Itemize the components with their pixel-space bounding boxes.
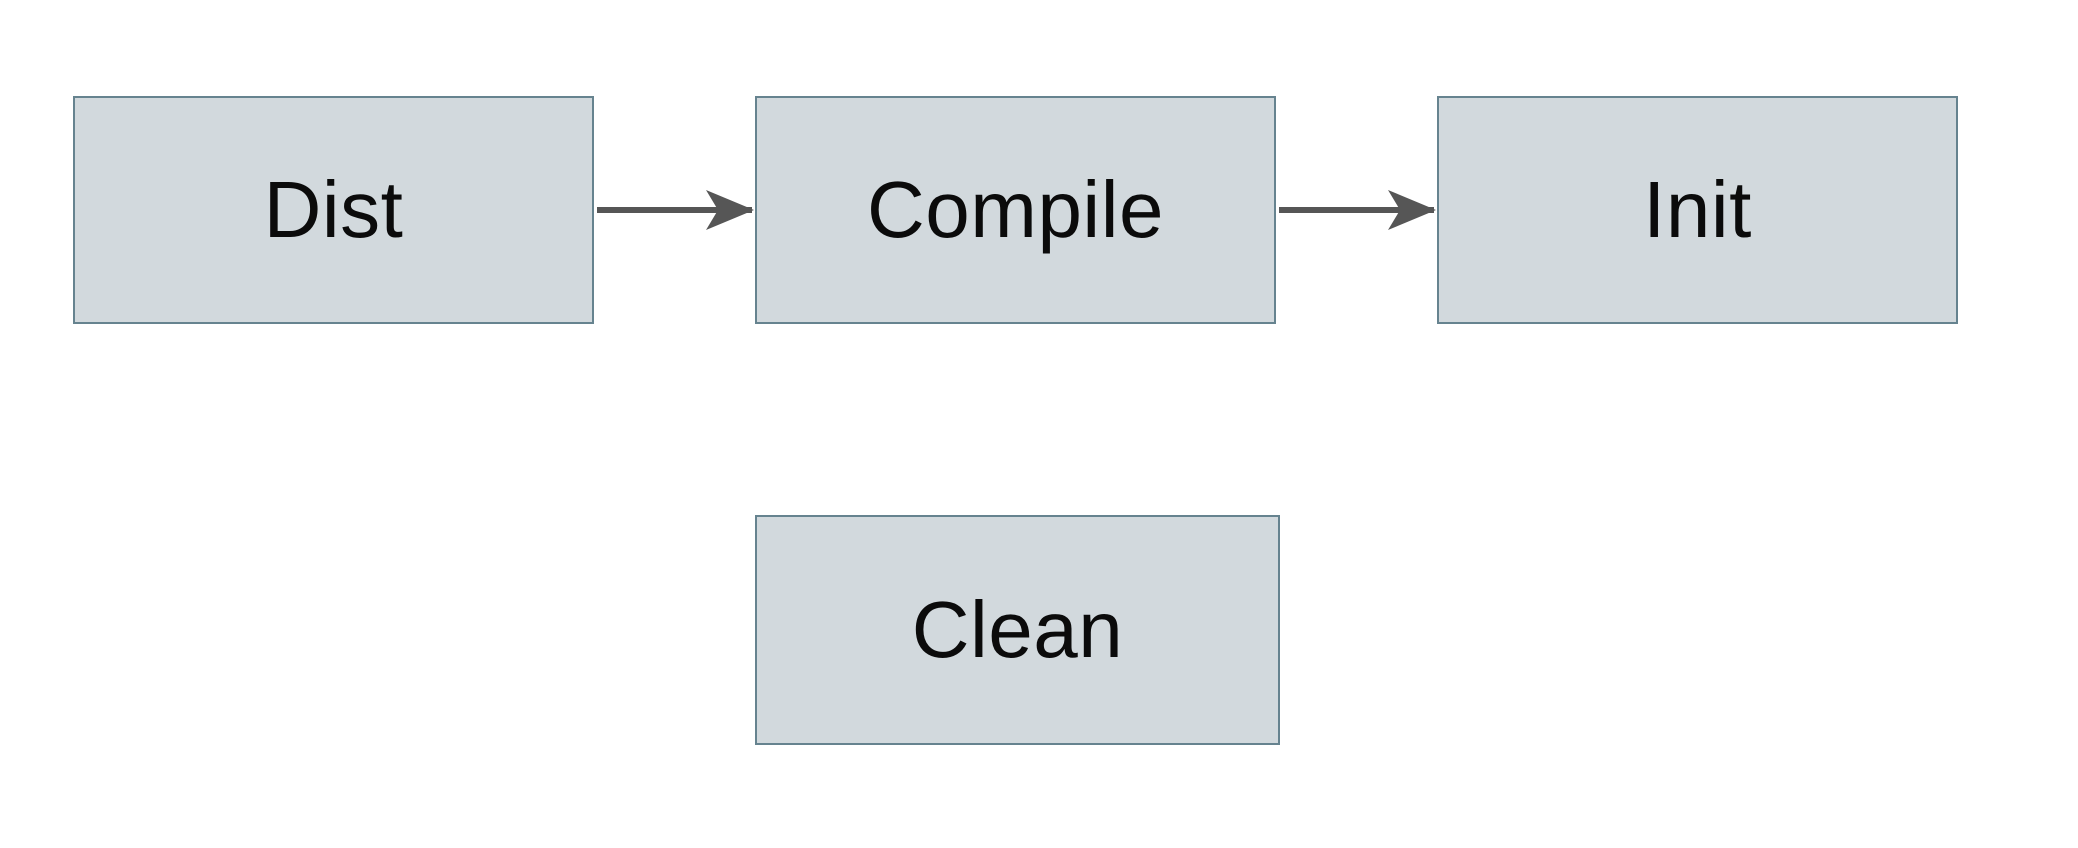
node-init: Init — [1437, 96, 1958, 324]
node-compile-label: Compile — [867, 165, 1164, 254]
node-compile: Compile — [755, 96, 1276, 324]
node-dist-label: Dist — [263, 165, 404, 254]
node-dist: Dist — [73, 96, 594, 324]
node-clean-label: Clean — [911, 585, 1124, 674]
node-init-label: Init — [1643, 165, 1752, 254]
node-clean: Clean — [755, 515, 1280, 745]
